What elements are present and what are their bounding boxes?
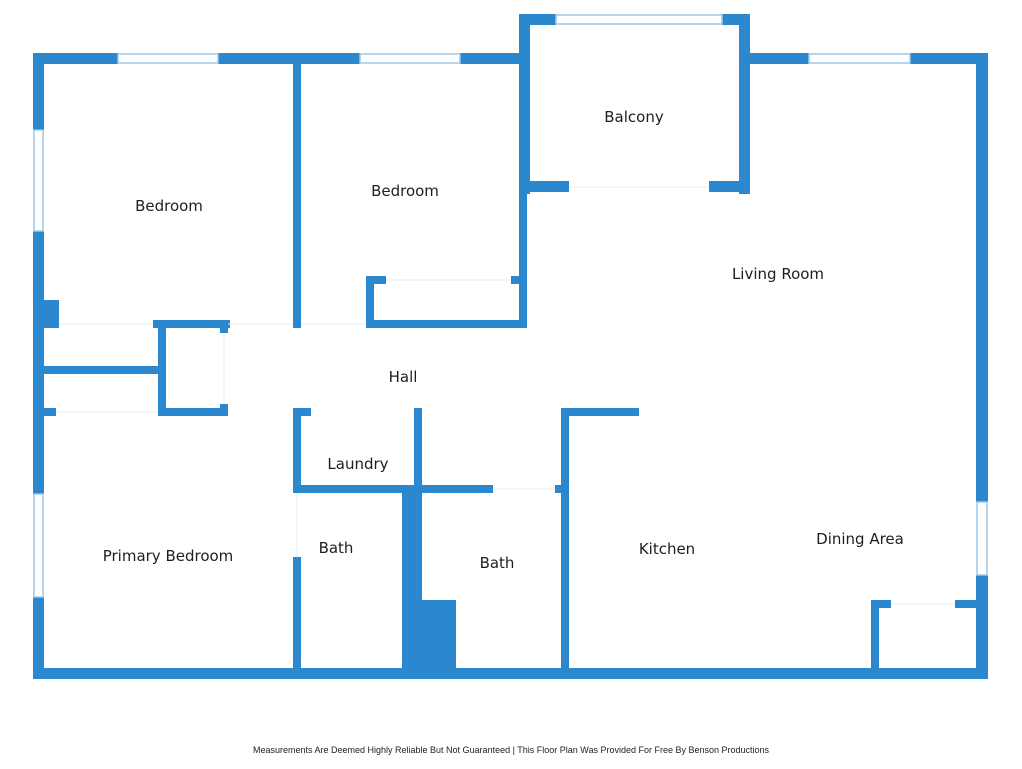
room-label-bath-2: Bath xyxy=(479,554,515,572)
wall xyxy=(955,600,988,608)
room-label-bath: Bath xyxy=(318,539,354,557)
wall xyxy=(33,53,44,130)
wall xyxy=(561,408,639,416)
wall xyxy=(293,408,301,493)
windows xyxy=(33,14,988,598)
wall xyxy=(511,276,527,284)
window xyxy=(117,53,219,64)
room-label-balcony: Balcony xyxy=(604,108,664,126)
wall xyxy=(519,181,569,192)
wall xyxy=(33,597,44,679)
window xyxy=(33,129,44,232)
room-label-dining-area: Dining Area xyxy=(816,530,904,548)
wall xyxy=(220,320,228,333)
wall xyxy=(220,404,228,416)
wall xyxy=(33,231,44,494)
wall xyxy=(976,575,988,679)
wall xyxy=(218,53,360,64)
wall xyxy=(33,668,988,679)
room-label-kitchen: Kitchen xyxy=(638,540,696,558)
wall xyxy=(366,276,386,284)
wall xyxy=(293,557,301,679)
walls xyxy=(33,14,988,679)
wall xyxy=(561,408,569,679)
wall xyxy=(293,53,301,328)
door-openings xyxy=(56,186,955,605)
wall xyxy=(910,53,988,64)
wall xyxy=(460,53,528,64)
wall xyxy=(976,53,988,502)
window xyxy=(555,14,723,25)
room-label-hall: Hall xyxy=(388,368,418,386)
wall xyxy=(739,53,809,64)
wall xyxy=(722,14,750,25)
wall xyxy=(44,366,162,374)
window xyxy=(976,501,988,576)
wall xyxy=(519,14,556,25)
room-label-primary-bedroom: Primary Bedroom xyxy=(102,547,234,565)
wall xyxy=(158,408,228,416)
wall xyxy=(709,181,750,192)
room-label-living-room: Living Room xyxy=(731,265,825,283)
wall xyxy=(366,276,374,328)
wall xyxy=(44,300,59,328)
wall xyxy=(153,320,230,328)
room-label-bedroom-2: Bedroom xyxy=(371,182,439,200)
window xyxy=(359,53,461,64)
wall xyxy=(871,600,891,608)
footer-disclaimer: Measurements Are Deemed Highly Reliable … xyxy=(252,745,770,755)
wall xyxy=(366,320,527,328)
room-label-laundry: Laundry xyxy=(327,455,389,473)
room-label-bedroom: Bedroom xyxy=(135,197,203,215)
wall xyxy=(414,408,422,493)
wall xyxy=(402,600,456,679)
wall xyxy=(871,600,879,679)
wall xyxy=(33,53,118,64)
window xyxy=(33,493,44,598)
wall xyxy=(519,53,527,328)
wall xyxy=(293,408,311,416)
window xyxy=(808,53,911,64)
wall xyxy=(739,14,750,194)
wall xyxy=(293,485,493,493)
wall xyxy=(44,408,56,416)
